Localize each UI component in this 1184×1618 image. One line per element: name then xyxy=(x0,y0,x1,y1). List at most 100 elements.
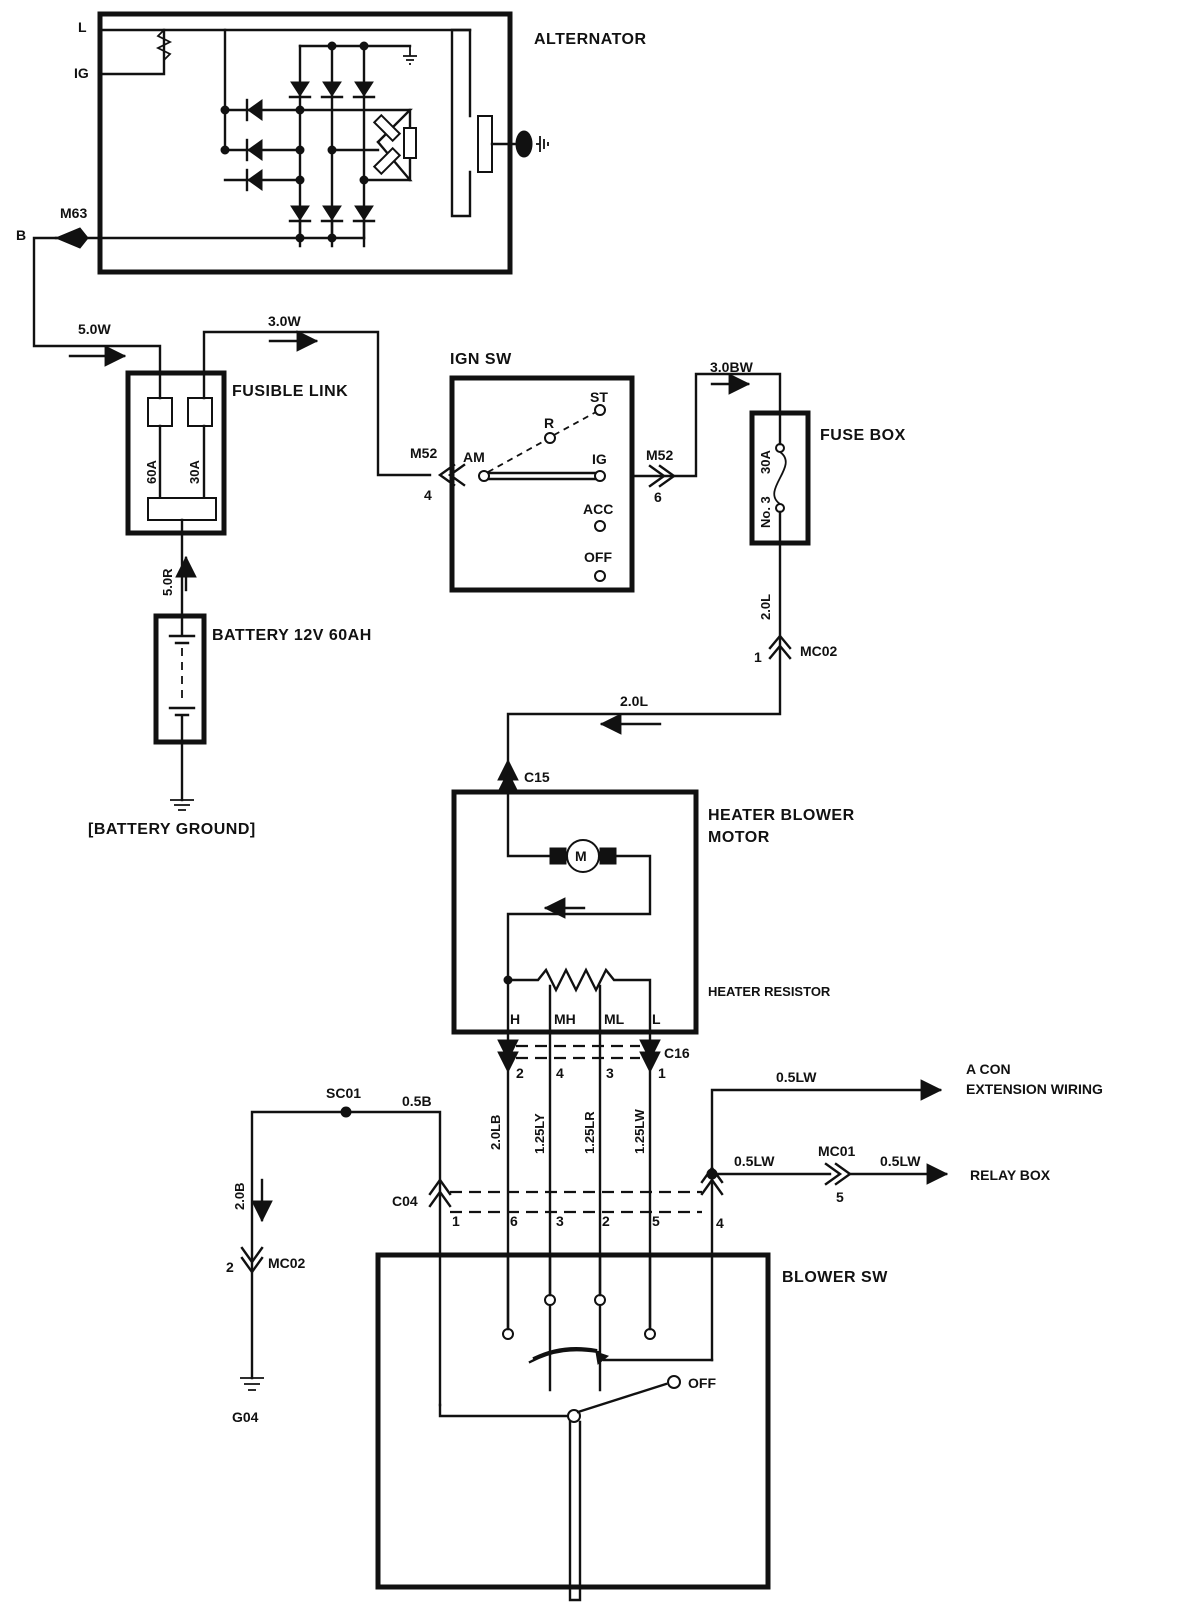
wire-label: 3.0W xyxy=(268,313,301,329)
battery-ground-label: [BATTERY GROUND] xyxy=(88,821,256,838)
c04-pin: 2 xyxy=(602,1213,610,1229)
connector-mc01-pin: 5 xyxy=(836,1189,844,1205)
right-branch: 0.5LW A CON EXTENSION WIRING 0.5LW MC01 … xyxy=(706,1061,1103,1362)
tap-mh-label: MH xyxy=(554,1011,576,1027)
fuse-element-icon xyxy=(773,451,787,505)
wire-label: 5.0R xyxy=(160,568,175,596)
c04-pin: 5 xyxy=(652,1213,660,1229)
c04-pin: 6 xyxy=(510,1213,518,1229)
wire-label: 3.0BW xyxy=(710,359,754,375)
wire-alt-to-fusible: 5.0W xyxy=(32,236,162,375)
connector-m52-label: M52 xyxy=(646,447,673,463)
wire-fusible-to-ign: 3.0W M52 4 xyxy=(202,313,466,503)
alternator-terminal-l: L xyxy=(78,19,87,35)
fusible-link-title: FUSIBLE LINK xyxy=(232,383,348,400)
alternator-resistor-icon xyxy=(155,29,173,61)
ground-icon xyxy=(536,136,549,152)
ign-switch: IGN SW AM IG R ST ACC OFF xyxy=(449,351,635,593)
fuse-60a-label: 60A xyxy=(144,460,159,484)
splice-sc01-label: SC01 xyxy=(326,1085,361,1101)
ground-icon xyxy=(170,799,194,811)
c16-pin: 4 xyxy=(556,1065,564,1081)
fuse-rating-label: 30A xyxy=(758,450,773,474)
ign-sw-st: ST xyxy=(590,389,608,405)
ign-sw-acc: ACC xyxy=(583,501,613,517)
acon-label-1: A CON xyxy=(966,1061,1011,1077)
wire-label: 0.5LW xyxy=(880,1153,921,1169)
fuse-box: 30A No. 3 FUSE BOX xyxy=(749,410,906,546)
alternator-terminal-b: B xyxy=(16,227,26,243)
diode-icon xyxy=(288,205,376,223)
ground-g04-label: G04 xyxy=(232,1409,259,1425)
fusible-link: 60A 30A FUSIBLE LINK xyxy=(125,370,348,536)
wire-label: 2.0L xyxy=(620,693,648,709)
connector-c04-icon xyxy=(428,1177,452,1208)
connector-c16: C16 2 4 3 1 xyxy=(497,1039,690,1081)
diode-icon xyxy=(288,81,376,99)
ign-sw-am: AM xyxy=(463,449,485,465)
connector-c15-label: C15 xyxy=(524,769,550,785)
motor-icon xyxy=(566,839,600,873)
ign-sw-ig: IG xyxy=(592,451,607,467)
wire-label-h: 2.0LB xyxy=(488,1115,503,1150)
connector-c16-icon xyxy=(497,1039,519,1062)
c04-pin: 1 xyxy=(452,1213,460,1229)
c16-pin: 3 xyxy=(606,1065,614,1081)
stator-winding-icon xyxy=(372,113,417,176)
heater-resistor-label: HEATER RESISTOR xyxy=(708,984,831,999)
ground-branch: SC01 0.5B 2.0B 2 MC02 G04 xyxy=(226,1085,442,1425)
connector-m52-pin: 6 xyxy=(654,489,662,505)
connector-mc02-pin: 2 xyxy=(226,1259,234,1275)
tap-h-label: H xyxy=(510,1011,520,1027)
ign-sw-off: OFF xyxy=(584,549,612,565)
connector-m63-label: M63 xyxy=(60,205,87,221)
heater-blower-motor: HEATER BLOWER MOTOR M HEATER RESISTOR H … xyxy=(451,789,854,1392)
connector-mc02-icon xyxy=(240,1246,264,1275)
fuse-box-title: FUSE BOX xyxy=(820,427,906,444)
tap-ml-label: ML xyxy=(604,1011,625,1027)
wire-label: 0.5B xyxy=(402,1093,432,1109)
connector-m63-icon xyxy=(54,227,89,249)
connector-m52-icon xyxy=(648,464,677,488)
connector-mc02-icon xyxy=(768,634,792,660)
connector-mc02-label: MC02 xyxy=(268,1255,306,1271)
wire-label-mh: 1.25LY xyxy=(532,1113,547,1154)
connector-m52-pin: 4 xyxy=(424,487,432,503)
tap-l-label: L xyxy=(652,1011,661,1027)
alternator-terminal-ig: IG xyxy=(74,65,89,81)
heater-resistor-icon xyxy=(506,967,652,1042)
c04-pin: 3 xyxy=(556,1213,564,1229)
connector-m52-label: M52 xyxy=(410,445,437,461)
wire-label: 5.0W xyxy=(78,321,111,337)
battery: 5.0R BATTERY 12V 60AH [BATTERY GROUND] xyxy=(88,518,371,838)
alternator: ALTERNATOR L IG xyxy=(16,11,647,275)
c16-pin: 1 xyxy=(658,1065,666,1081)
wire-fuse-to-motor: 2.0L 1 MC02 2.0L C15 xyxy=(497,541,838,794)
ground-icon xyxy=(403,46,417,65)
fuse-30a-label: 30A xyxy=(187,460,202,484)
blower-sw-contact-arc xyxy=(528,1348,600,1364)
connector-mc01-label: MC01 xyxy=(818,1143,856,1159)
fuse-number-label: No. 3 xyxy=(758,496,773,528)
ign-sw-r: R xyxy=(544,415,554,431)
regulator-icon xyxy=(477,115,493,173)
blower-sw-title: BLOWER SW xyxy=(782,1269,888,1286)
harness-wires: 2.0LB 1.25LY 1.25LR 1.25LW xyxy=(488,1070,652,1332)
wire-label: 2.0L xyxy=(758,594,773,620)
wire-label: 0.5LW xyxy=(776,1069,817,1085)
blower-switch: BLOWER SW OFF xyxy=(375,1252,888,1602)
connector-c04-label: C04 xyxy=(392,1193,418,1209)
c16-pin: 2 xyxy=(516,1065,524,1081)
heater-blower-title-2: MOTOR xyxy=(708,829,770,846)
ign-sw-title: IGN SW xyxy=(450,351,512,368)
wire-label-l: 1.25LW xyxy=(632,1108,647,1154)
acon-label-2: EXTENSION WIRING xyxy=(966,1081,1103,1097)
connector-mc02-label: MC02 xyxy=(800,643,838,659)
connector-mc02-pin: 1 xyxy=(754,649,762,665)
wire-ign-to-fuse: M52 6 3.0BW xyxy=(630,359,782,505)
alternator-title: ALTERNATOR xyxy=(534,31,647,48)
diode-icon xyxy=(245,98,263,192)
wire-label: 2.0B xyxy=(232,1183,247,1210)
ign-sw-contact-bar xyxy=(487,471,597,481)
